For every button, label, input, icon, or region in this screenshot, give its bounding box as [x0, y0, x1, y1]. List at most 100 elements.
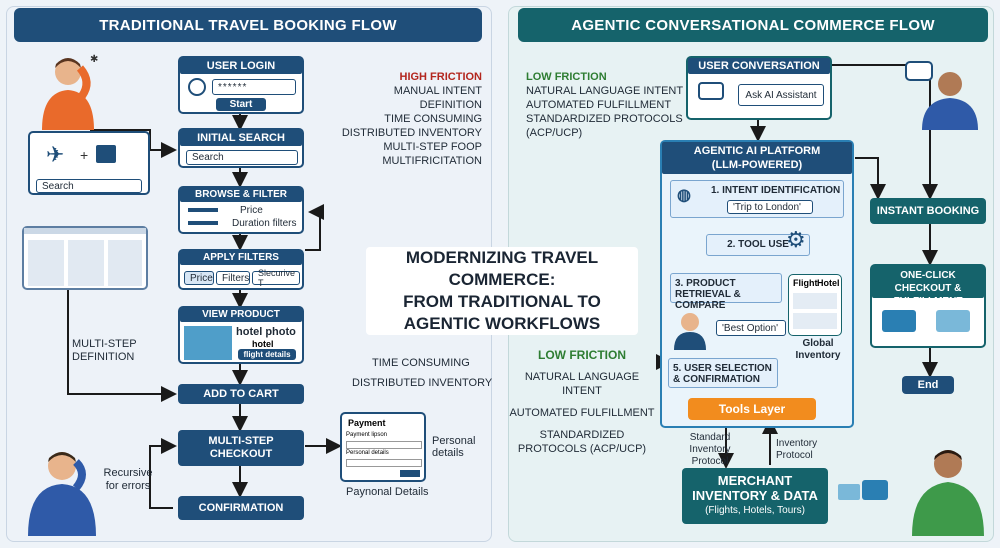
- multi-step-checkout-step[interactable]: MULTI-STEP CHECKOUT: [178, 430, 304, 466]
- platform-title-line: (LLM-POWERED): [711, 159, 803, 171]
- payment-title: Payment: [348, 418, 386, 428]
- nl-intent-label: NATURAL LANGUAGE INTENT: [524, 371, 640, 397]
- confirmation-step[interactable]: CONFIRMATION: [178, 496, 304, 520]
- paynonal-details-label: Paynonal Details: [346, 486, 429, 498]
- user-login-card: USER LOGIN ****** Start: [178, 56, 304, 114]
- stressed-user-illustration: ✱: [42, 54, 98, 130]
- payment-form-mockup: Payment Payment lipson Personal details: [340, 412, 426, 482]
- start-button[interactable]: Start: [216, 98, 266, 111]
- add-to-cart-step[interactable]: ADD TO CART: [178, 384, 304, 404]
- merchant-subtitle: (Flights, Hotels, Tours): [705, 505, 805, 516]
- low-friction-item: (ACP/UCP): [526, 127, 583, 139]
- merchant-title-line: INVENTORY & DATA: [692, 488, 818, 503]
- hotel-label: hotel: [252, 339, 274, 349]
- low-friction-item: AUTOMATED FULFILLMENT: [526, 99, 672, 111]
- end-step: End: [902, 376, 954, 394]
- intent-title: 1. INTENT IDENTIFICATION: [711, 185, 841, 196]
- apply-filters-card: APPLY FILTERS Price Filters Slecurive T: [178, 249, 304, 290]
- distributed-inventory-label: DISTRIBUTED INVENTORY: [352, 377, 493, 389]
- user-selection-step: 5. USER SELECTION & CONFIRMATION: [668, 358, 778, 388]
- browse-filter-card: BROWSE & FILTER RESULTS Price Duration f…: [178, 186, 304, 234]
- form-column: [68, 240, 104, 286]
- personal-details-label: Personal details: [432, 435, 476, 459]
- friction-item: TIME CONSUMING: [384, 113, 482, 125]
- user-avatar-icon: [188, 78, 206, 96]
- duration-filters-label: Duration filters: [232, 218, 297, 229]
- friction-item: DISTRIBUTED INVENTORY: [341, 127, 482, 139]
- inventory-row: [793, 293, 837, 309]
- personal-field[interactable]: [346, 459, 422, 467]
- hotel-label-right: Hotel: [817, 278, 840, 288]
- assistant-user-illustration: [905, 61, 978, 130]
- bed-icon: [96, 145, 116, 163]
- low-friction-item: STANDARDIZED PROTOCOLS: [526, 113, 683, 125]
- window-bar: [24, 228, 146, 234]
- apply-filters-title: APPLY FILTERS: [180, 251, 302, 265]
- center-title: MODERNIZING TRAVEL COMMERCE: FROM TRADIT…: [366, 247, 638, 335]
- global-inventory-card: Flight Hotel: [788, 274, 842, 336]
- gear-icon: ⚙: [786, 228, 806, 253]
- filter-form-mockup: [22, 226, 148, 290]
- browse-filter-title: BROWSE & FILTER RESULTS: [180, 188, 302, 214]
- auto-fulfill-label: AUTOMATED FULFILLMENT: [509, 407, 655, 419]
- initial-search-card: INITIAL SEARCH Search: [178, 128, 304, 168]
- ticket-icon: [936, 310, 970, 332]
- center-title-line: AGENTIC WORKFLOWS: [403, 314, 601, 333]
- global-inventory-label: Global Inventory: [795, 338, 841, 361]
- svg-text:✱: ✱: [90, 54, 98, 65]
- platform-title-line: AGENTIC AI PLATFORM: [693, 145, 821, 157]
- flight-details-button[interactable]: flight details: [238, 349, 296, 360]
- product-retrieval-step: 3. PRODUCT RETRIEVAL & COMPARE: [670, 273, 782, 311]
- slecurive-chip[interactable]: Slecurive T: [252, 268, 300, 288]
- standard-protocol-label: Standard Inventory Protocol: [689, 432, 731, 467]
- agent-avatar-icon: [674, 313, 706, 350]
- recursive-errors-label: Recursive for errors: [103, 467, 153, 492]
- ticket-icon: [838, 484, 860, 500]
- low-friction-title: LOW FRICTION: [526, 71, 607, 83]
- hotel-photo-label: hotel photo: [236, 326, 296, 338]
- conversation-start-title: USER CONVERSATION START: [688, 58, 830, 88]
- tools-layer: Tools Layer: [688, 398, 816, 420]
- agentic-platform-title: AGENTIC AI PLATFORM (LLM-POWERED): [662, 142, 852, 174]
- personal-field-label: Personal details: [346, 450, 389, 456]
- friction-item: MANUAL INTENT DEFINITION: [393, 85, 482, 111]
- merchant-inventory-card: MERCHANT INVENTORY & DATA (Flights, Hote…: [682, 468, 828, 524]
- instant-booking-step[interactable]: INSTANT BOOKING: [870, 198, 986, 224]
- flight-label: Flight: [793, 278, 818, 288]
- inventory-protocol-label: Inventory Protocol: [776, 438, 818, 461]
- hotel-photo-image: [184, 326, 232, 360]
- ticket-icon: [862, 480, 888, 500]
- search-input[interactable]: Search: [186, 150, 298, 165]
- password-field[interactable]: ******: [212, 79, 296, 95]
- initial-search-title: INITIAL SEARCH: [180, 130, 302, 146]
- filter-slider[interactable]: [188, 208, 218, 212]
- plane-icon: ✈: [46, 143, 65, 168]
- friction-item: MULTIFRICITATION: [382, 155, 482, 167]
- center-title-line: MODERNIZING TRAVEL COMMERCE:: [405, 248, 599, 289]
- ask-ai-assistant-button[interactable]: Ask AI Assistant: [738, 84, 824, 106]
- std-protocols-label: STANDARDIZED PROTOCOLS (ACP/UCP): [517, 429, 647, 455]
- payment-field-label: Payment lipson: [346, 432, 388, 438]
- high-friction-title: HIGH FRICTION: [399, 71, 483, 83]
- side-search-input[interactable]: Search: [36, 179, 142, 193]
- happy-user-illustration: [912, 450, 984, 536]
- intent-identification-step: ◍ 1. INTENT IDENTIFICATION 'Trip to Lond…: [670, 180, 844, 218]
- payment-field[interactable]: [346, 441, 422, 449]
- form-column: [108, 240, 142, 286]
- multi-step-definition-label: MULTI-STEP DEFINITION: [72, 338, 137, 363]
- user-login-title: USER LOGIN: [180, 58, 302, 74]
- agentic-header: AGENTIC CONVERSATIONAL COMMERCE FLOW: [518, 8, 988, 42]
- price-chip[interactable]: Price: [184, 271, 214, 285]
- product-details-card: VIEW PRODUCT DETAILS hotel photo hotel f…: [178, 306, 304, 364]
- confused-user-illustration: [28, 452, 96, 536]
- merchant-title-line: MERCHANT: [717, 473, 793, 488]
- payment-submit-button[interactable]: [400, 470, 420, 477]
- best-option-quote: 'Best Option': [716, 320, 786, 336]
- low-friction-item: NATURAL LANGUAGE INTENT: [526, 85, 684, 97]
- price-label: Price: [240, 205, 263, 216]
- search-widget: ✈ + Search: [28, 131, 150, 195]
- plus-icon: +: [80, 147, 89, 163]
- filters-chip[interactable]: Filters: [216, 271, 250, 285]
- filter-slider[interactable]: [188, 221, 218, 225]
- credit-card-icon: [882, 310, 916, 332]
